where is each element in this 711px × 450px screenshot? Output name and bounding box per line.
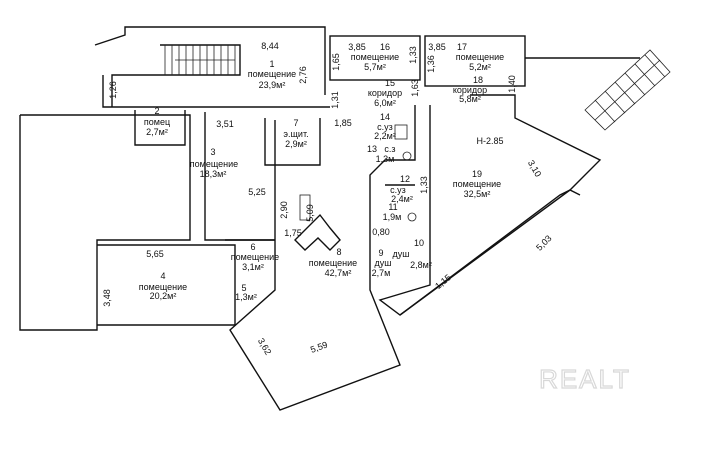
room-label: помещение [453, 179, 501, 189]
dimension-label: 2,90 [279, 201, 289, 219]
room-label: э.щит. [283, 129, 308, 139]
room-label: 42,7м² [325, 268, 352, 278]
room-label: коридор [453, 85, 487, 95]
dimension-label: 1,33 [408, 46, 418, 64]
dimension-label: 3,62 [256, 336, 273, 356]
room-label: 4 [160, 271, 165, 281]
room-label: 8 [336, 247, 341, 257]
room-label: помещение [190, 159, 238, 169]
room-label: помещение [456, 52, 504, 62]
room-label: 3,1м² [242, 262, 264, 272]
room-label: 13 [367, 144, 377, 154]
dimension-label: 1,26 [108, 81, 118, 99]
room-label: 11 [388, 202, 397, 212]
dimension-label: 1,75 [284, 228, 302, 238]
dimension-label: 8,44 [261, 41, 279, 51]
dimension-label: 1,85 [334, 118, 352, 128]
stairs-left-icon [164, 45, 236, 75]
dimension-label: 0,80 [372, 227, 390, 237]
room-label: 1 [269, 59, 274, 69]
dimension-label: 5,25 [248, 187, 266, 197]
room-label: 7 [293, 118, 298, 128]
stairs-right-icon [584, 49, 671, 131]
dimension-label: 1,40 [507, 75, 517, 93]
room-label: 18 [473, 75, 483, 85]
dimension-label: 1,65 [331, 53, 341, 71]
room-label: помец [144, 117, 170, 127]
room-label: 6,0м² [374, 98, 396, 108]
dimension-label: 1,36 [426, 55, 436, 73]
dimension-label: 3,51 [216, 119, 234, 129]
room-label: 2,4м² [391, 194, 413, 204]
room-label: 12 [400, 174, 410, 184]
room-label: 2 [154, 106, 159, 116]
room-label: 19 [472, 169, 482, 179]
dimension-label: 2,76 [298, 66, 308, 84]
dimension-label: 1,33 [419, 176, 429, 194]
room-label: 5,7м² [364, 62, 386, 72]
room-label: 16 [380, 42, 390, 52]
room-label: 3 [210, 147, 215, 157]
room-label: 2,7м [372, 268, 391, 278]
room-label: 15 [385, 78, 395, 88]
room-label: коридор [368, 88, 402, 98]
room-label: душ [393, 249, 410, 259]
walls [19, 26, 640, 411]
dimension-label: 5,03 [534, 233, 553, 252]
room-label: 6 [250, 242, 255, 252]
room-label: 32,5м² [464, 189, 491, 199]
dimension-label: 5,09 [305, 204, 315, 222]
room-label: 2,2м² [374, 131, 396, 141]
room-label: душ [375, 258, 392, 268]
room-label: помещение [309, 258, 357, 268]
room-label: 2,7м² [146, 127, 168, 137]
room-labels: 1 помещение 23,9м² 2 помец 2,7м² 3 помещ… [139, 42, 504, 302]
dimension-label: 1,15 [433, 272, 453, 291]
room-label: 2,8м² [410, 260, 432, 270]
room-label: с.з [384, 144, 395, 154]
room-label: помещение [351, 52, 399, 62]
room-label: с.уз [390, 185, 406, 195]
dimension-label: 3,85 [428, 42, 446, 52]
room-label: 5,8м² [459, 94, 481, 104]
room-label: 1,9м [383, 212, 402, 222]
room-label: 17 [457, 42, 467, 52]
watermark-logo: REALT [539, 364, 631, 394]
room-label: 1,3м [376, 154, 395, 164]
dimension-label: 5,59 [309, 339, 329, 354]
room-label: 1,3м² [235, 292, 257, 302]
height-note: Н-2.85 [476, 136, 503, 146]
dimension-label: 5,65 [146, 249, 164, 259]
room-label: 5 [241, 283, 246, 293]
room-label: 2,9м² [285, 139, 307, 149]
room-label: 20,2м² [150, 291, 177, 301]
room-label: 23,9м² [259, 80, 286, 90]
room-label: помещение [248, 69, 296, 79]
room-label: 14 [380, 112, 390, 122]
dimension-label: 1,31 [330, 91, 340, 109]
dimension-label: 3,48 [102, 289, 112, 307]
room-label: 18,3м² [200, 169, 227, 179]
room-label: помещение [231, 252, 279, 262]
room-label: 10 [414, 238, 424, 248]
room-label: с.уз [377, 122, 393, 132]
room-label: помещение [139, 282, 187, 292]
room-label: 5,2м² [469, 62, 491, 72]
dimension-label: 3,85 [348, 42, 366, 52]
dimension-label: 1,63 [410, 79, 420, 97]
dimension-label: 3,10 [526, 158, 543, 178]
room-label: 9 [378, 248, 383, 258]
